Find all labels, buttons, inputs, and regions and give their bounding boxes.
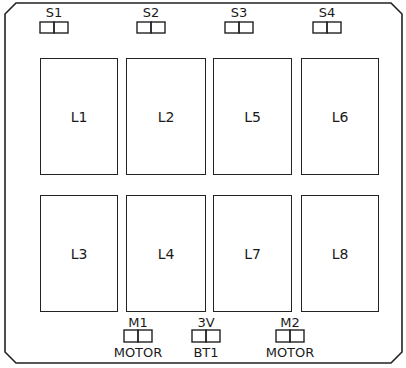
voltage-label: 3V [197, 316, 214, 329]
part-label: L5 [244, 110, 261, 124]
part-label: L4 [158, 247, 175, 261]
part-label: L1 [71, 110, 88, 124]
coil-pad: L5 [213, 58, 292, 175]
connector-caption: MOTOR [266, 346, 315, 359]
coil-pad: L3 [40, 195, 118, 312]
switch-label: S1 [46, 6, 63, 19]
switch-label: S4 [319, 6, 336, 19]
connector-label: M2 [280, 316, 300, 329]
part-label: L2 [158, 110, 175, 124]
part-label: L3 [71, 247, 88, 261]
connector-label: M1 [128, 316, 148, 329]
coil-pad: L1 [40, 58, 118, 175]
part-label: L7 [244, 247, 261, 261]
connector-caption: MOTOR [114, 346, 163, 359]
switch-label: S3 [231, 6, 248, 19]
part-label: L8 [332, 247, 349, 261]
coil-pad: L7 [213, 195, 292, 312]
coil-pad: L6 [301, 58, 379, 175]
part-label: L6 [332, 110, 349, 124]
connector-caption: BT1 [193, 346, 218, 359]
coil-pad: L4 [126, 195, 206, 312]
switch-label: S2 [143, 6, 160, 19]
coil-pad: L2 [126, 58, 206, 175]
coil-pad: L8 [301, 195, 379, 312]
